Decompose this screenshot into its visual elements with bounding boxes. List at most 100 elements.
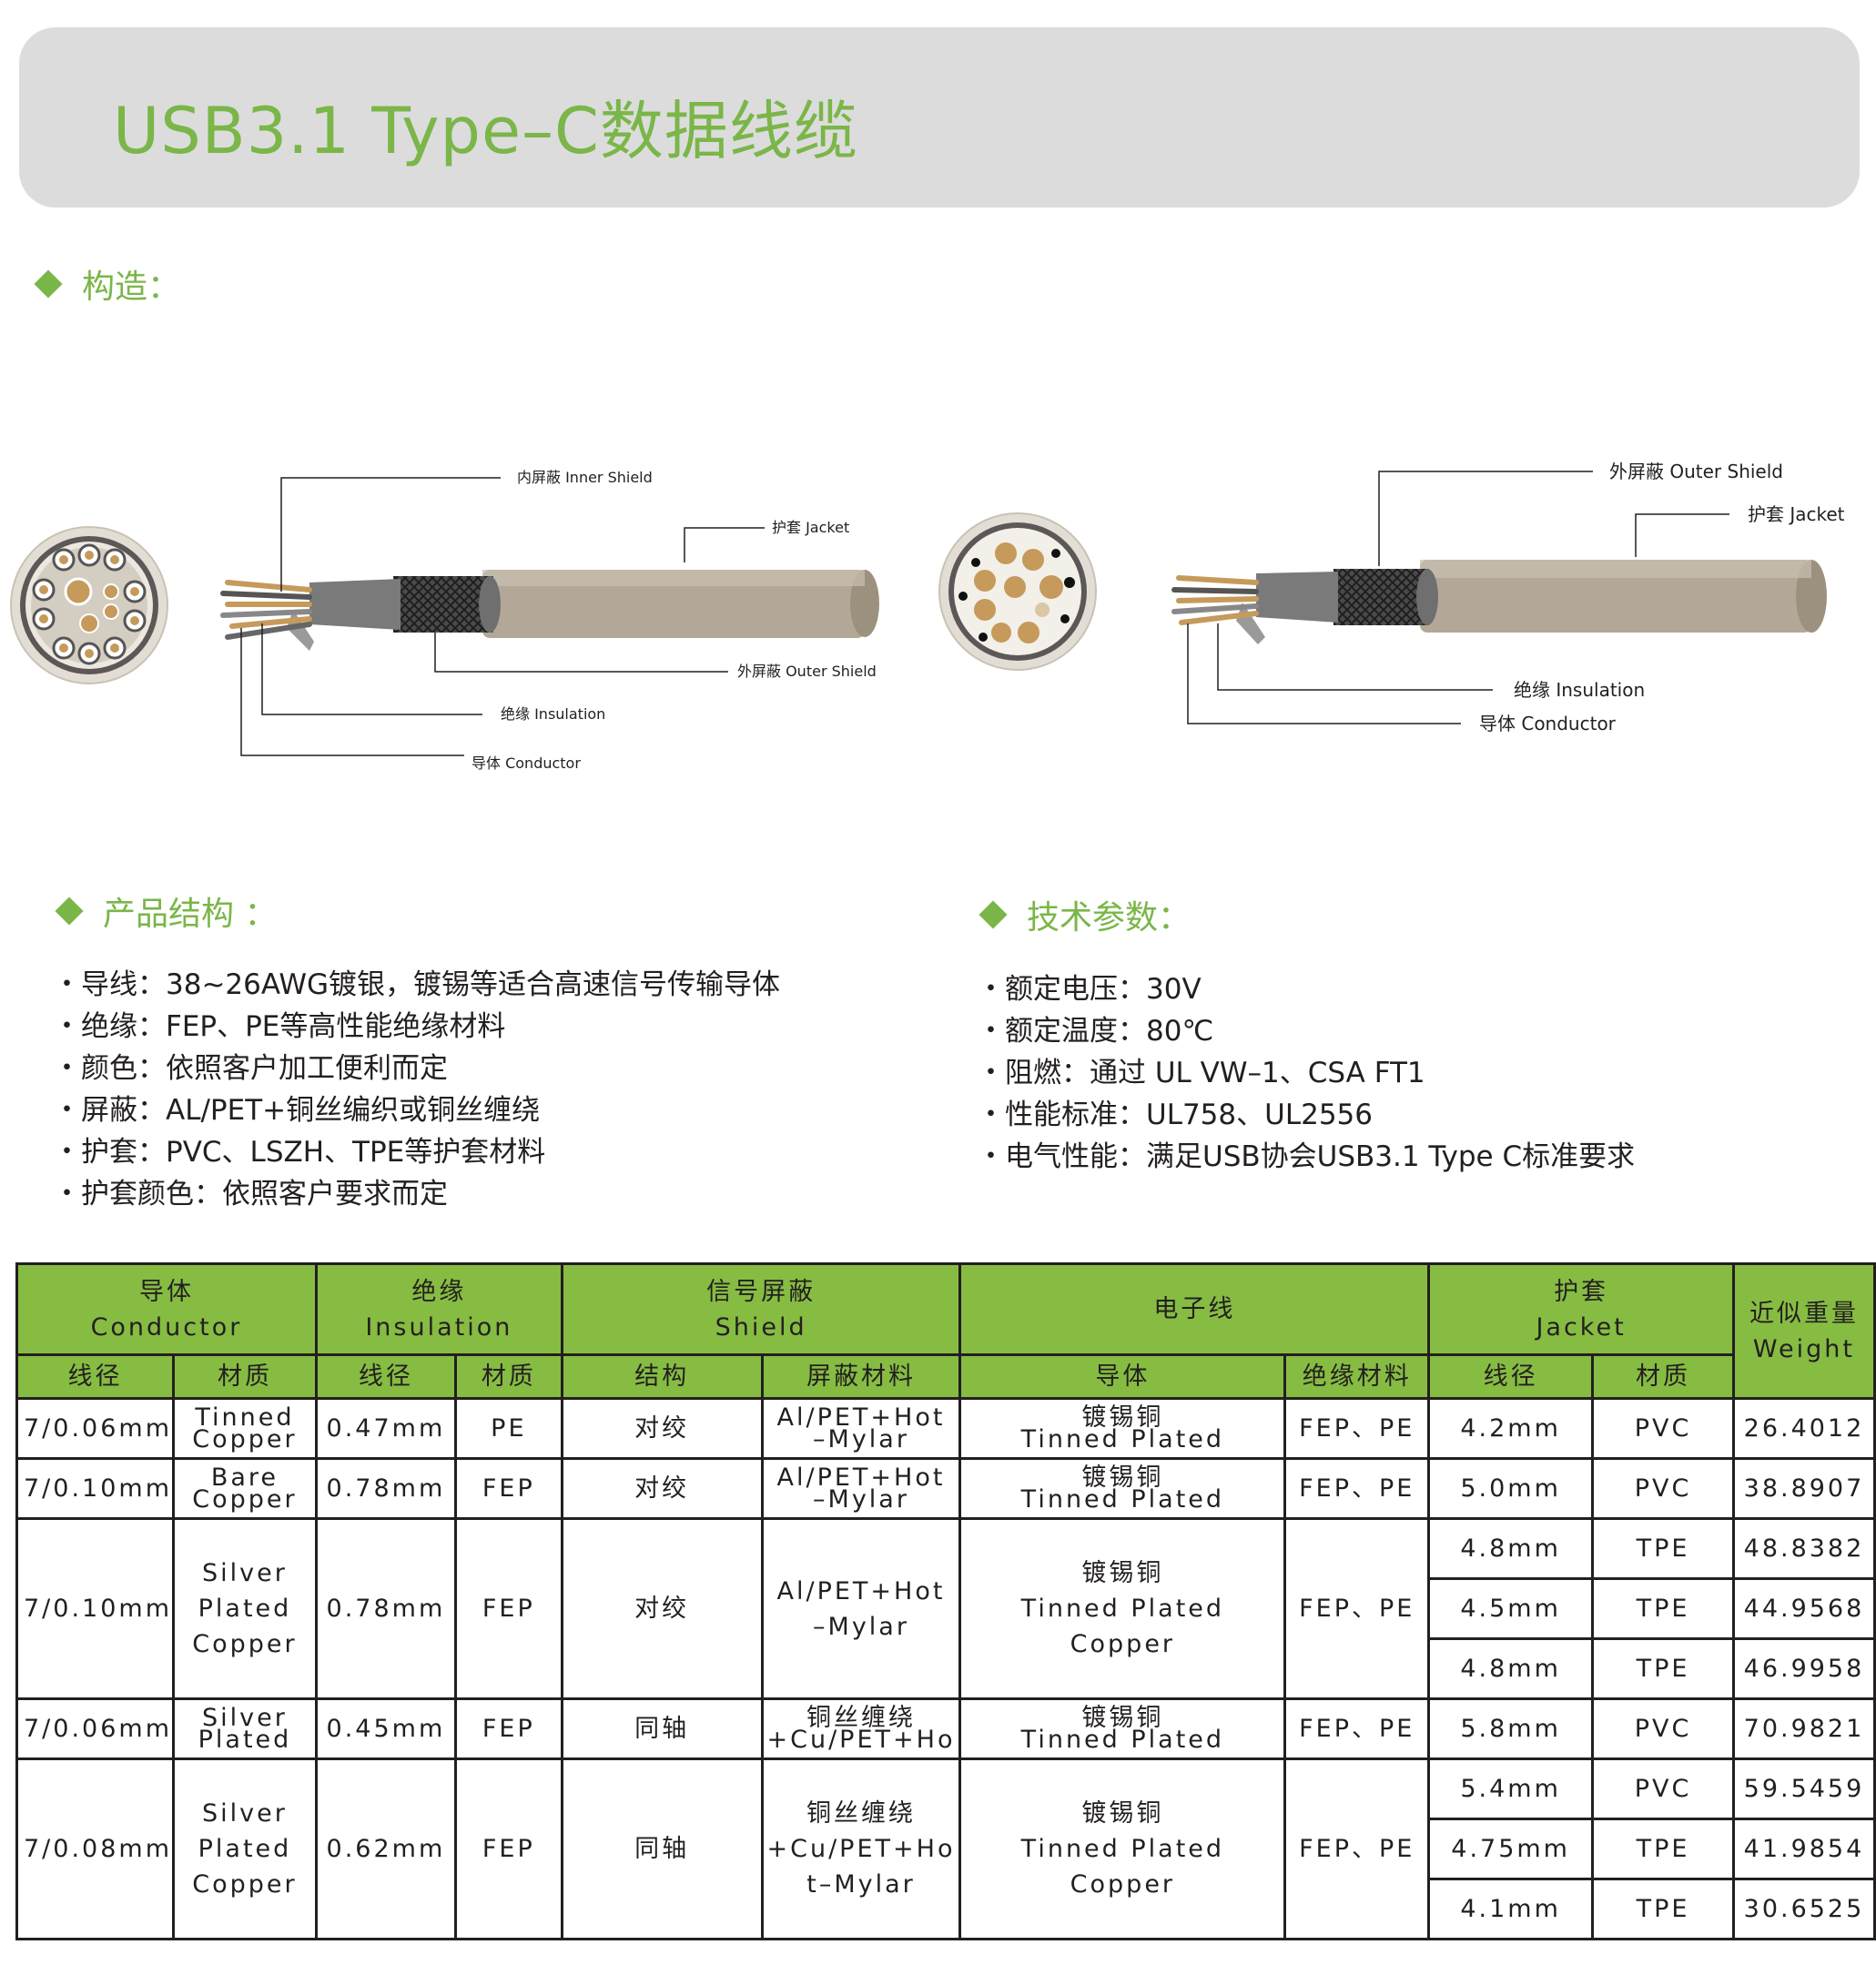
subheader-s-mat: 屏蔽材料 bbox=[760, 1353, 962, 1400]
cell-j-dia: 4.1mm bbox=[1427, 1878, 1595, 1940]
label-conductor: 导体 Conductor bbox=[472, 755, 581, 772]
cell-s-mat: 铜丝缠绕 +Cu/PET+Ho bbox=[760, 1697, 962, 1760]
cell-j-dia: 4.2mm bbox=[1427, 1397, 1595, 1460]
header-jacket: 护套 Jacket bbox=[1427, 1262, 1735, 1356]
cell-j-mat: TPE bbox=[1591, 1818, 1735, 1880]
cable-side-right bbox=[1171, 560, 1827, 644]
cell-j-dia: 4.8mm bbox=[1427, 1637, 1595, 1700]
subheader-w-cond: 导体 bbox=[958, 1353, 1287, 1400]
cell-j-mat: PVC bbox=[1591, 1397, 1735, 1460]
label-jacket: 护套 Jacket bbox=[772, 519, 849, 536]
tech-list: 额定电压：30V 额定温度：80℃ 阻燃：通过 UL VW–1、CSA FT1 … bbox=[977, 968, 1635, 1178]
spec-table: 导体 Conductor 绝缘 Insulation 信号屏蔽 Shield 电… bbox=[15, 1262, 1876, 1940]
cell-s-struct: 同轴 bbox=[560, 1697, 764, 1760]
table-row: 4.5mm TPE 44.9568 bbox=[17, 1577, 1876, 1640]
table-row: 7/0.10mm Silver Plated Copper 0.78mm FEP… bbox=[15, 1517, 1876, 1700]
cell-c-mat: Silver Plated Copper bbox=[172, 1757, 318, 1940]
cell-c-mat: Silver Plated bbox=[172, 1697, 318, 1760]
list-item: 性能标准：UL758、UL2556 bbox=[977, 1094, 1635, 1136]
cell-s-mat: Al/PET+Hot –Mylar bbox=[760, 1517, 962, 1700]
cell-c-dia: 7/0.08mm bbox=[15, 1757, 175, 1940]
cell-weight: 38.8907 bbox=[1731, 1457, 1876, 1520]
table-row: 4.1mm TPE 30.6525 bbox=[17, 1878, 1876, 1940]
cell-w-cond: 镀锡铜 Tinned Plated bbox=[958, 1397, 1287, 1460]
subheader-i-mat: 材质 bbox=[453, 1353, 563, 1400]
label-conductor-right: 导体 Conductor bbox=[1479, 713, 1617, 734]
cell-w-ins: FEP、PE bbox=[1283, 1457, 1431, 1520]
cell-c-dia: 7/0.10mm bbox=[15, 1457, 175, 1520]
cable-diagram-right: 外屏蔽 Outer Shield 护套 Jacket 绝缘 Insulation… bbox=[938, 461, 1845, 734]
cable-side-left bbox=[220, 570, 879, 651]
cell-s-struct: 对绞 bbox=[560, 1457, 764, 1520]
cell-w-ins: FEP、PE bbox=[1283, 1757, 1431, 1940]
subheader-j-mat: 材质 bbox=[1591, 1353, 1735, 1400]
list-item: 绝缘：FEP、PE等高性能绝缘材料 bbox=[53, 1006, 780, 1048]
table-row: 7/0.08mm Silver Plated Copper 0.62mm FEP… bbox=[15, 1757, 1876, 1940]
cell-s-struct: 对绞 bbox=[560, 1397, 764, 1460]
page-title: USB3.1 Type–C数据线缆 bbox=[113, 94, 858, 168]
cell-c-mat: Tinned Copper bbox=[172, 1397, 318, 1460]
cell-j-mat: PVC bbox=[1591, 1757, 1735, 1820]
cell-i-mat: FEP bbox=[453, 1757, 563, 1940]
cell-j-dia: 5.4mm bbox=[1427, 1757, 1595, 1820]
cell-i-mat: FEP bbox=[453, 1697, 563, 1760]
cell-j-dia: 5.0mm bbox=[1427, 1457, 1595, 1520]
list-item: 导线：38~26AWG镀银，镀锡等适合高速信号传输导体 bbox=[53, 964, 780, 1006]
section-tech-title: 技术参数： bbox=[1027, 899, 1192, 937]
table-row: 7/0.06mm Tinned Copper 0.47mm PE 对绞 Al/P… bbox=[15, 1397, 1876, 1460]
cell-w-ins: FEP、PE bbox=[1283, 1517, 1431, 1700]
list-item: 额定温度：80℃ bbox=[977, 1010, 1635, 1052]
section-tech: 技术参数： bbox=[979, 891, 1192, 938]
subheader-i-dia: 线径 bbox=[314, 1353, 457, 1400]
cell-i-dia: 0.78mm bbox=[314, 1517, 457, 1700]
label-inner-shield: 内屏蔽 Inner Shield bbox=[517, 469, 653, 486]
label-outer-shield: 外屏蔽 Outer Shield bbox=[737, 663, 877, 680]
cell-w-ins: FEP、PE bbox=[1283, 1697, 1431, 1760]
cell-j-mat: PVC bbox=[1591, 1697, 1735, 1760]
cross-section-left bbox=[10, 526, 168, 684]
cell-c-mat: Bare Copper bbox=[172, 1457, 318, 1520]
cell-j-mat: TPE bbox=[1591, 1637, 1735, 1700]
cell-i-dia: 0.45mm bbox=[314, 1697, 457, 1760]
cell-s-struct: 对绞 bbox=[560, 1517, 764, 1700]
cell-weight: 26.4012 bbox=[1731, 1397, 1876, 1460]
cell-w-cond: 镀锡铜 Tinned Plated bbox=[958, 1697, 1287, 1760]
section-construction: 构造： bbox=[34, 260, 181, 308]
cell-c-dia: 7/0.06mm bbox=[15, 1397, 175, 1460]
cell-c-mat: Silver Plated Copper bbox=[172, 1517, 318, 1700]
subheader-s-struct: 结构 bbox=[560, 1353, 764, 1400]
cell-i-dia: 0.47mm bbox=[314, 1397, 457, 1460]
subheader-c-mat: 材质 bbox=[172, 1353, 318, 1400]
list-item: 颜色：依照客户加工便利而定 bbox=[53, 1048, 780, 1089]
cell-weight: 70.9821 bbox=[1731, 1697, 1876, 1760]
header-weight: 近似重量 Weight bbox=[1731, 1262, 1876, 1400]
cell-weight: 41.9854 bbox=[1731, 1818, 1876, 1880]
header-insulation: 绝缘 Insulation bbox=[314, 1262, 563, 1356]
cell-weight: 46.9958 bbox=[1731, 1637, 1876, 1700]
section-construction-title: 构造： bbox=[82, 268, 181, 306]
cell-w-cond: 镀锡铜 Tinned Plated Copper bbox=[958, 1757, 1287, 1940]
table-row: 7/0.10mm Bare Copper 0.78mm FEP 对绞 Al/PE… bbox=[15, 1457, 1876, 1520]
label-jacket-right: 护套 Jacket bbox=[1748, 503, 1845, 525]
list-item: 护套：PVC、LSZH、TPE等护套材料 bbox=[53, 1131, 780, 1173]
cell-i-dia: 0.62mm bbox=[314, 1757, 457, 1940]
cell-j-dia: 4.75mm bbox=[1427, 1818, 1595, 1880]
cell-j-mat: TPE bbox=[1591, 1577, 1735, 1640]
diamond-bullet-icon bbox=[55, 896, 84, 926]
cell-c-dia: 7/0.06mm bbox=[15, 1697, 175, 1760]
structure-list: 导线：38~26AWG镀银，镀锡等适合高速信号传输导体 绝缘：FEP、PE等高性… bbox=[53, 964, 780, 1215]
list-item: 屏蔽：AL/PET+铜丝编织或铜丝缠绕 bbox=[53, 1089, 780, 1131]
cell-j-mat: TPE bbox=[1591, 1517, 1735, 1580]
header-conductor: 导体 Conductor bbox=[15, 1262, 318, 1356]
cell-c-dia: 7/0.10mm bbox=[15, 1517, 175, 1700]
table-row: 4.8mm TPE 46.9958 bbox=[17, 1637, 1876, 1700]
diamond-bullet-icon bbox=[34, 269, 63, 299]
cell-j-mat: PVC bbox=[1591, 1457, 1735, 1520]
header-wire: 电子线 bbox=[958, 1262, 1431, 1356]
label-outer-shield-right: 外屏蔽 Outer Shield bbox=[1609, 461, 1783, 482]
header-shield: 信号屏蔽 Shield bbox=[560, 1262, 962, 1356]
cell-s-struct: 同轴 bbox=[560, 1757, 764, 1940]
table-row: 4.75mm TPE 41.9854 bbox=[17, 1818, 1876, 1880]
cell-i-dia: 0.78mm bbox=[314, 1457, 457, 1520]
label-insulation-right: 绝缘 Insulation bbox=[1514, 679, 1645, 701]
